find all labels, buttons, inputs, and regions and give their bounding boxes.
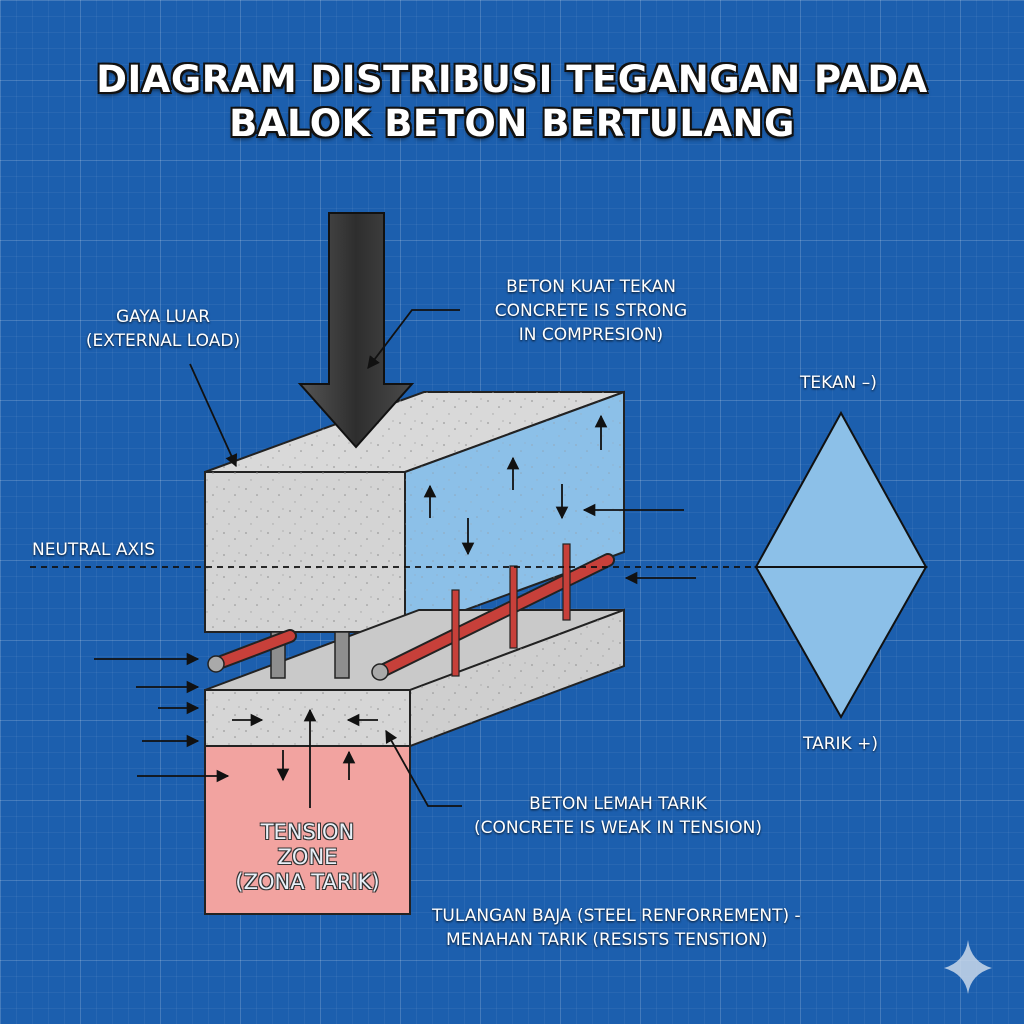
lower-stress-arrows [137, 708, 378, 808]
leader-lines [189, 309, 462, 807]
tension-zone-line-1: TENSION [260, 820, 355, 844]
tension-zone-line-2: ZONE [277, 845, 338, 869]
lower-block-side-speck [410, 610, 624, 746]
tension-zone-line-3: (ZONA TARIK) [235, 870, 380, 894]
diagram-title: DIAGRAM DISTRIBUSI TEGANGAN PADA BALOK B… [0, 58, 1024, 146]
left-force-arrows [94, 652, 200, 748]
stress-distribution-diagram [754, 410, 928, 720]
external-load-line-1: GAYA LUAR [115, 307, 211, 327]
upper-block-front-face-speck [205, 472, 405, 632]
title-line-1: DIAGRAM DISTRIBUSI TEGANGAN PADA [96, 58, 928, 101]
stirrup [509, 565, 518, 649]
compression-stress-arrows [423, 414, 684, 556]
compression-label: TEKAN –) [800, 373, 877, 393]
upper-block-top-face-speck [205, 392, 624, 472]
rebar-left-end [207, 655, 225, 673]
external-load-line-2: (EXTERNAL LOAD) [85, 331, 241, 351]
external-load-label: GAYA LUAR (EXTERNAL LOAD) [60, 305, 266, 353]
external-load-arrow [297, 212, 415, 449]
compression-note-label: BETON KUAT TEKAN CONCRETE IS STRONG IN C… [468, 275, 714, 347]
compression-note-line-3: IN COMPRESION) [518, 325, 664, 345]
rebar-right-end [371, 663, 389, 681]
compression-note-leader [367, 309, 460, 370]
tension-note-line-2: (CONCRETE IS WEAK IN TENSION) [473, 818, 762, 838]
rebar-left-fill [211, 631, 295, 669]
sparkle-icon [944, 940, 992, 994]
steel-note-line-2: MENAHAN TARIK (RESISTS TENSTION) [446, 930, 768, 950]
steel-reinforcement-note: TULANGAN BAJA (STEEL RENFORREMENT) - MEN… [432, 904, 801, 952]
external-load-leader [189, 363, 238, 468]
tension-zone-face [204, 745, 411, 915]
compression-note-line-2: CONCRETE IS STRONG [494, 301, 688, 321]
stirrup [562, 543, 571, 621]
vertical-stirrups [451, 543, 571, 677]
tension-triangle [754, 566, 928, 720]
stirrup [451, 589, 460, 677]
neutral-axis-label: NEUTRAL AXIS [32, 540, 155, 560]
tension-note-label: BETON LEMAH TARIK (CONCRETE IS WEAK IN T… [440, 792, 796, 840]
lower-block-front-speck [205, 690, 410, 746]
tension-note-leader [385, 729, 462, 807]
tension-label: TARIK +) [803, 734, 878, 754]
stirrup-leg [334, 631, 350, 679]
steel-note-line-1: TULANGAN BAJA (STEEL RENFORREMENT) - [432, 906, 801, 926]
tension-zone-label: TENSION ZONE (ZONA TARIK) [205, 820, 410, 895]
title-line-2: BALOK BETON BERTULANG [229, 102, 795, 145]
tension-note-line-1: BETON LEMAH TARIK [529, 794, 707, 814]
compression-note-line-1: BETON KUAT TEKAN [506, 277, 676, 297]
compression-triangle [754, 410, 928, 568]
